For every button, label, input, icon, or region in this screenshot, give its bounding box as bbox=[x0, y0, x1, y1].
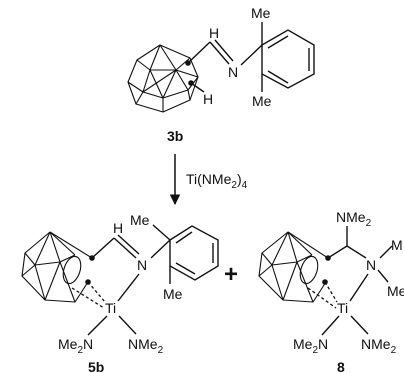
imine-h-label: H bbox=[209, 25, 219, 41]
n-aryl-bond bbox=[150, 239, 171, 259]
nme2-right-prefix: NMe bbox=[128, 336, 158, 352]
imine-double-bond bbox=[214, 39, 234, 62]
nme2-right-prefix: NMe bbox=[361, 336, 391, 352]
c-ti-dashed-bond bbox=[307, 287, 337, 309]
nme2-top-prefix: NMe bbox=[336, 209, 366, 225]
nme2-left-prefix: Me bbox=[293, 336, 313, 352]
nme2-left-sub: 2 bbox=[77, 345, 83, 356]
reagent-prefix: Ti(NMe bbox=[186, 171, 232, 187]
plus-sign: + bbox=[224, 261, 238, 288]
aryl-ring-icon bbox=[261, 29, 315, 89]
aryl-ring-icon bbox=[169, 225, 219, 281]
cage-h-label: H bbox=[203, 91, 213, 107]
c-ch-bond bbox=[91, 237, 115, 259]
reagent-suffix: ) bbox=[237, 171, 242, 187]
nme2-top-label: NMe2 bbox=[336, 209, 372, 229]
nme2-right-label: NMe2 bbox=[361, 336, 397, 356]
compound-label-3b: 3b bbox=[167, 128, 183, 144]
c-ch-bond bbox=[327, 245, 348, 259]
methyl-top-label: Me bbox=[130, 212, 150, 228]
nme2-left-label: Me2N bbox=[293, 336, 328, 356]
carborane-cage-icon bbox=[21, 231, 93, 303]
carborane-cage-icon bbox=[258, 231, 329, 303]
methyl-bottom-label: Me bbox=[252, 93, 272, 109]
imine-n-label: N bbox=[228, 64, 238, 80]
nme2-right-sub: 2 bbox=[391, 345, 397, 356]
me-lower-label: Me bbox=[387, 283, 404, 299]
imine-double-bond bbox=[209, 41, 230, 65]
imine-h-label: H bbox=[113, 220, 123, 236]
c-ti-dashed-bond bbox=[71, 287, 105, 309]
c-ti-dashed-bond bbox=[87, 281, 106, 303]
nme2-right-label: NMe2 bbox=[128, 336, 164, 356]
reactant-3b: H H N Me Me 3b bbox=[127, 5, 315, 144]
reaction-arrow: Ti(NMe2)4 bbox=[169, 154, 248, 206]
n-ti-bond bbox=[349, 273, 369, 302]
ti-n-left-bond bbox=[321, 315, 340, 336]
c-ti-dashed-bond bbox=[324, 281, 338, 303]
product-8: NMe2 N M Me Ti Me2N NMe2 8 bbox=[258, 209, 404, 373]
ti-n-left-bond bbox=[87, 315, 108, 336]
nme2-left-suffix: N bbox=[318, 336, 328, 352]
c-n-bond bbox=[346, 245, 367, 259]
product-5b: H N Me Me Ti Me2N NMe2 5b bbox=[21, 212, 219, 373]
imine-double-bond bbox=[117, 234, 140, 255]
ti-n-right-bond bbox=[118, 315, 137, 335]
imine-n-label: N bbox=[137, 257, 147, 273]
reagent-label: Ti(NMe2)4 bbox=[186, 171, 248, 191]
cage-ch-bond bbox=[190, 82, 205, 93]
compound-label-8: 8 bbox=[337, 359, 345, 373]
methyl-top-label: Me bbox=[251, 5, 271, 21]
ti-n-right-bond bbox=[350, 315, 369, 335]
nme2-right-sub: 2 bbox=[158, 345, 164, 356]
n-me-lower-bond bbox=[377, 269, 389, 283]
nme2-top-sub: 2 bbox=[366, 218, 372, 229]
reagent-subscript: 2 bbox=[231, 180, 237, 191]
cage-aromatic-ring bbox=[299, 255, 319, 285]
methyl-top-bond bbox=[152, 224, 171, 241]
nme2-left-label: Me2N bbox=[58, 336, 93, 356]
me-upper-label: M bbox=[391, 237, 403, 253]
cage-aromatic-ring bbox=[62, 255, 82, 285]
n-aryl-bond bbox=[240, 44, 263, 66]
titanium-label: Ti bbox=[105, 300, 116, 316]
carborane-cage-icon bbox=[127, 44, 199, 113]
imine-double-bond bbox=[113, 237, 137, 259]
methyl-bottom-label: Me bbox=[163, 286, 183, 302]
n-ti-bond bbox=[117, 273, 140, 302]
nme2-left-suffix: N bbox=[83, 336, 93, 352]
n-me-upper-bond bbox=[379, 245, 393, 259]
amine-n-label: N bbox=[366, 257, 376, 273]
c-ch-bond bbox=[187, 41, 211, 64]
nme2-left-sub: 2 bbox=[312, 345, 318, 356]
nme2-left-prefix: Me bbox=[58, 336, 78, 352]
reagent-count: 4 bbox=[242, 180, 248, 191]
compound-label-5b: 5b bbox=[88, 359, 104, 373]
titanium-label: Ti bbox=[337, 300, 348, 316]
